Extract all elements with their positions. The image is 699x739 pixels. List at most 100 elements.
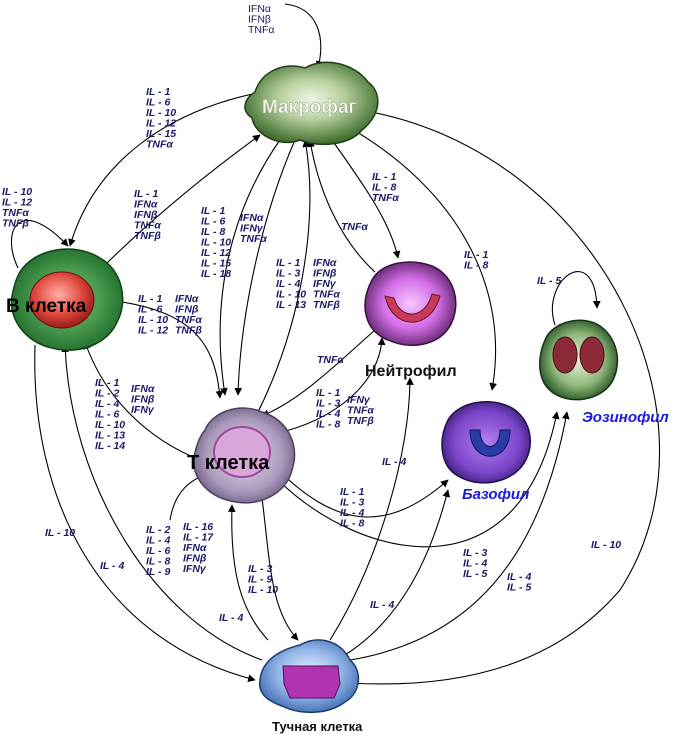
cytokine-label-mac-to-b: TNFα xyxy=(146,139,173,151)
cytokine-label-neut-to-mac: TNFα xyxy=(341,221,368,233)
cytokine-label-neut-to-t: TNFα xyxy=(317,354,344,366)
cytokine-label-t-to-baso: IL - 1 xyxy=(340,486,364,498)
cytokine-label-b-to-mac: IFNα xyxy=(134,199,158,211)
cytokine-label-t-to-baso: IL - 3 xyxy=(340,497,364,509)
cytokine-label-t-to-baso: IL - 4 xyxy=(340,507,364,519)
cytokine-label-b-to-t-b: IFNα xyxy=(175,293,199,305)
cytokine-label-b-to-mac: IFNβ xyxy=(134,209,158,221)
basophil-cell: Базофил xyxy=(441,401,531,503)
cytokine-label-t-to-mac-b: TNFβ xyxy=(313,299,340,311)
cytokine-label-t-to-b-a: IL - 2 xyxy=(95,388,119,400)
cytokine-label-b-self: IL - 12 xyxy=(2,197,32,209)
cytokine-label-b-to-mac: TNFα xyxy=(134,220,161,232)
cytokine-label-b-to-mac: TNFβ xyxy=(134,230,161,242)
cytokine-label-t-to-mac-b: IFNγ xyxy=(313,278,337,290)
cytokine-label-t-self-b: IL - 16 xyxy=(183,521,213,533)
cytokine-label-b-to-t-a: IL - 6 xyxy=(138,304,162,316)
cytokine-label-t-to-b-a: IL - 6 xyxy=(95,409,119,421)
cytokine-label-mac-to-neut: IL - 8 xyxy=(372,182,396,194)
cytokine-label-t-to-mac-a: IL - 3 xyxy=(276,268,300,280)
cytokine-label-t-to-eos: IL - 4 xyxy=(463,558,487,570)
cytokine-label-t-to-b-a: IL - 10 xyxy=(95,419,125,431)
cytokine-label-t-to-mac-a: IL - 1 xyxy=(276,257,300,269)
arrow-macrophage-to-mast xyxy=(347,109,661,688)
cytokine-label-t-to-mast: IL - 10 xyxy=(248,584,278,596)
cytokine-label-mast-to-t: IL - 4 xyxy=(219,612,243,624)
cytokine-label-t-to-mac-a: IL - 4 xyxy=(276,278,300,290)
mast-cell: Тучная клетка xyxy=(258,639,363,734)
cytokine-label-mac-to-t-a: IL - 1 xyxy=(201,205,225,217)
cytokine-label-t-to-neut-b: TNFα xyxy=(347,405,374,417)
cytokine-label-mast-to-baso: IL - 4 xyxy=(370,599,394,611)
cytokine-label-eos-self: IL - 5 xyxy=(537,275,561,287)
cytokine-label-t-to-baso: IL - 8 xyxy=(340,518,364,530)
cytokine-label-mast-to-eos: IL - 4 xyxy=(507,571,531,583)
cytokine-label-t-self-a: IL - 8 xyxy=(146,556,170,568)
cytokine-label-mac-to-t-a: IL - 8 xyxy=(201,226,225,238)
cytokine-label-t-self-a: IL - 9 xyxy=(146,566,170,578)
cytokine-label-b-to-t-b: TNFα xyxy=(175,314,202,326)
cytokine-label-mac-to-neut: IL - 1 xyxy=(372,171,396,183)
cytokine-label-t-self-a: IL - 2 xyxy=(146,524,170,536)
cytokine-label-t-to-mac-a: IL - 10 xyxy=(276,289,306,301)
arrows xyxy=(10,3,661,688)
cytokine-label-t-self-b: IL - 17 xyxy=(183,532,214,544)
mast-label: Тучная клетка xyxy=(272,719,363,734)
cytokine-label-t-to-eos: IL - 5 xyxy=(463,568,487,580)
arrow-mast-to-neutrophil xyxy=(329,377,414,641)
cytokine-label-mast-to-eos: IL - 5 xyxy=(507,582,531,594)
cytokine-label-t-to-b-a: IL - 14 xyxy=(95,440,125,452)
neutrophil-cell: Нейтрофил xyxy=(364,261,457,380)
cytokine-label-mac-to-baso: IL - 8 xyxy=(464,260,488,272)
arrow-macrophage-to-tcell-left xyxy=(219,136,283,396)
cytokine-label-b-to-t-a: IL - 12 xyxy=(138,325,168,337)
cytokine-label-t-to-eos: IL - 3 xyxy=(463,547,487,559)
cytokine-label-b-to-mac: IL - 1 xyxy=(134,188,158,200)
cytokine-label-mast-to-b: IL - 4 xyxy=(100,560,124,572)
arrow-macrophage-to-bcell xyxy=(68,91,263,247)
arrow-macrophage-to-tcell-right xyxy=(234,139,296,396)
cytokine-label-mac-to-t-b: IFNα xyxy=(240,212,264,224)
cytokine-label-mac-to-t-a: IL - 10 xyxy=(201,237,231,249)
cytokine-label-mac-to-b: IL - 1 xyxy=(146,86,170,98)
tcell-label: Т клетка xyxy=(187,452,270,474)
cytokine-label-t-to-mac-b: IFNα xyxy=(313,257,337,269)
cytokine-label-mac-to-t-a: IL - 15 xyxy=(201,258,231,270)
cytokine-label-mac-to-t-a: IL - 18 xyxy=(201,268,231,280)
arrow-tcell-to-bcell xyxy=(83,341,201,461)
arrow-mast-to-eosinophil xyxy=(349,411,570,661)
cytokine-label-t-to-neut-a: IL - 8 xyxy=(316,419,340,431)
cytokine-label-mac-to-b: IL - 6 xyxy=(146,97,170,109)
cytokine-label-t-to-mast: IL - 3 xyxy=(248,563,272,575)
arrow-bcell-to-mast xyxy=(34,344,256,682)
cytokine-label-mac-to-baso: IL - 1 xyxy=(464,249,488,261)
cytokine-label-top-in: TNFα xyxy=(248,24,274,36)
cytokine-label-t-to-neut-a: IL - 3 xyxy=(316,398,340,410)
arrow-macrophage-to-basophil xyxy=(344,124,498,391)
cytokine-label-mac-to-neut: TNFα xyxy=(372,192,399,204)
arrow-top-to-macrophage xyxy=(284,3,324,69)
cytokine-label-mac-to-mast: IL - 10 xyxy=(591,539,621,551)
arrow-bcell-self xyxy=(10,220,69,269)
arrow-tcell-to-macrophage xyxy=(254,139,311,419)
cytokine-label-mac-to-b: IL - 10 xyxy=(146,107,176,119)
cytokine-label-mac-to-t-b: TNFα xyxy=(240,233,267,245)
cytokine-label-t-to-b-a: IL - 13 xyxy=(95,430,125,442)
neutrophil-label: Нейтрофил xyxy=(365,363,457,380)
cytokine-label-b-to-t-b: IFNβ xyxy=(175,304,199,316)
macrophage-label: Макрофаг xyxy=(262,97,357,118)
cytokine-label-t-to-mac-b: IFNβ xyxy=(313,268,337,280)
arrow-neutrophil-to-tcell xyxy=(261,329,376,417)
cytokine-label-b-self: TNFα xyxy=(2,207,29,219)
bcell-cell: В клетка xyxy=(6,248,124,351)
macrophage-cell: Макрофаг xyxy=(244,61,379,146)
cytokine-label-t-to-b-b: IFNα xyxy=(131,383,155,395)
arrow-macrophage-to-neutrophil xyxy=(331,139,401,259)
arrow-mast-to-tcell xyxy=(227,504,269,641)
cytokine-label-top-in: IFNβ xyxy=(248,14,271,26)
cytokine-label-mast-to-neut: IL - 4 xyxy=(382,456,406,468)
eosinophil-label: Эозинофил xyxy=(582,409,669,426)
